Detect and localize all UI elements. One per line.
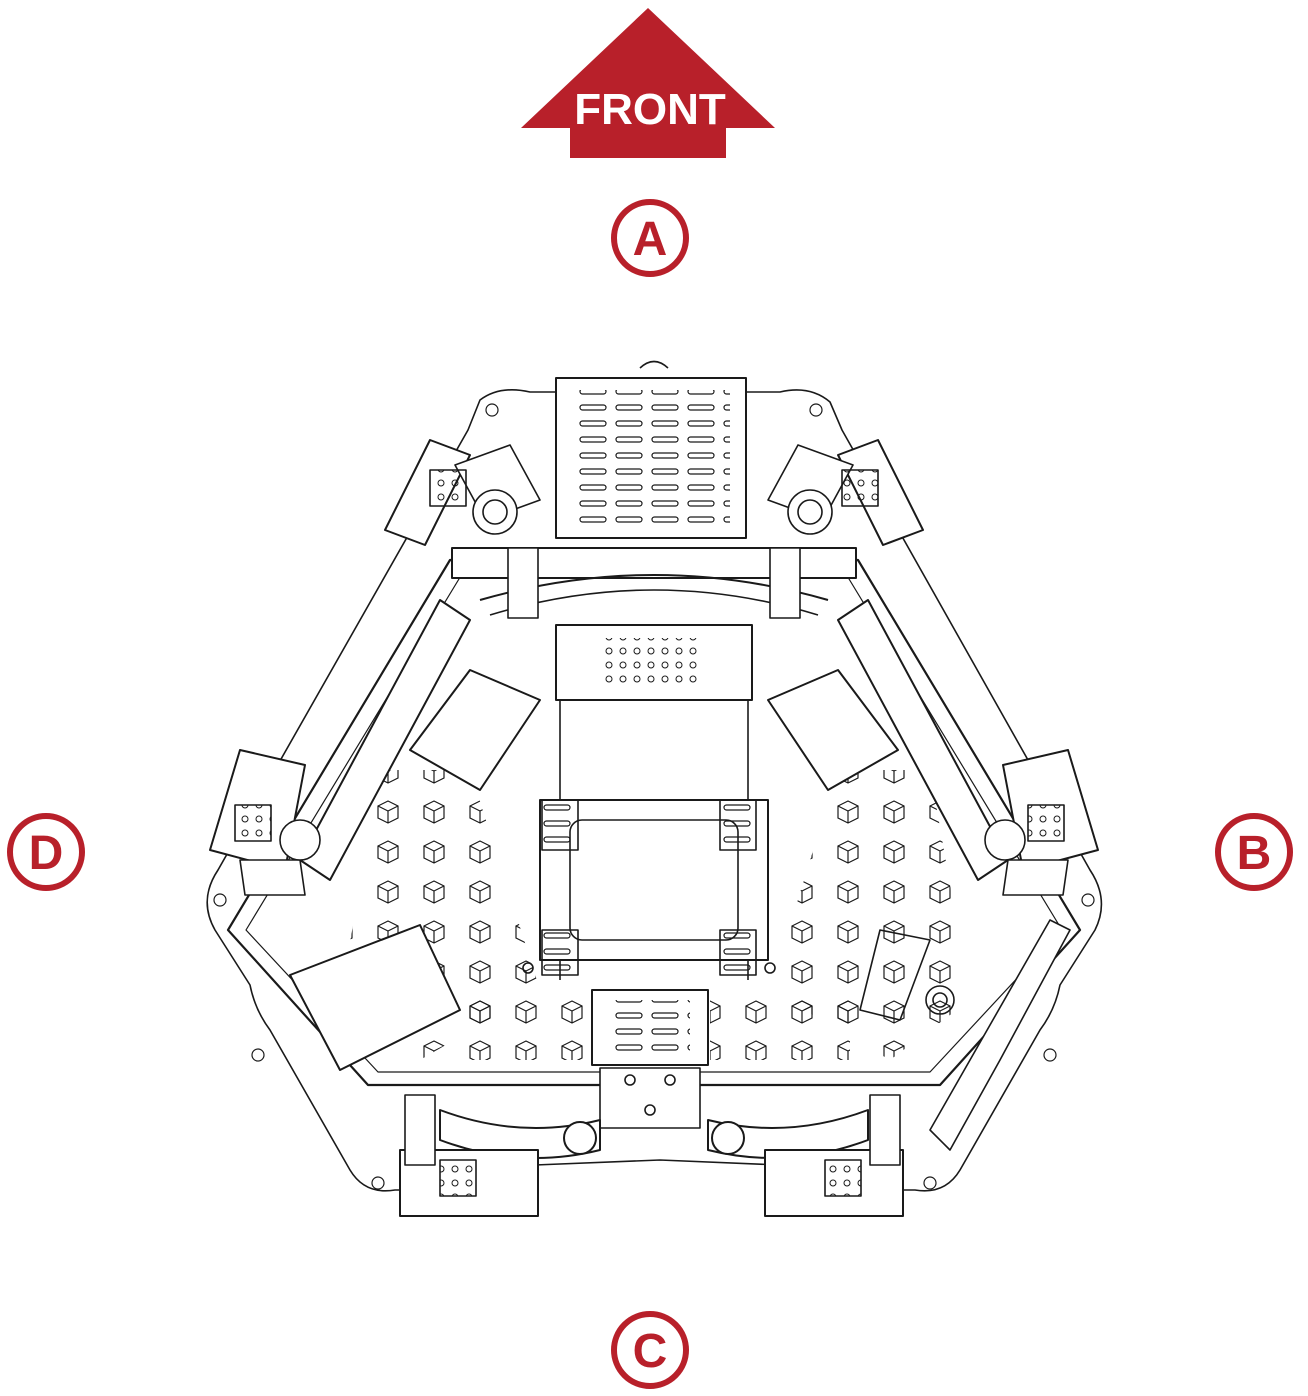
- marker-b: B: [1215, 813, 1293, 891]
- diagonal-rails: [299, 599, 1009, 881]
- actuator-d: [209, 749, 321, 896]
- marker-c: C: [611, 1311, 689, 1389]
- front-arrow: FRONT: [521, 8, 775, 158]
- seat-pan: [555, 360, 747, 539]
- side-plate-left: [289, 924, 461, 1071]
- perforation-bottom-right: [710, 990, 850, 1060]
- actuator-a-left: [384, 439, 541, 546]
- perforation-bottom-left: [460, 990, 600, 1060]
- perforation-right: [770, 770, 970, 1060]
- actuator-b: [984, 749, 1099, 896]
- front-label: FRONT: [574, 85, 726, 134]
- marker-c-label: C: [633, 1325, 668, 1378]
- marker-b-label: B: [1237, 827, 1272, 880]
- center-rail: [522, 624, 776, 980]
- arrow-up-icon: [521, 8, 775, 158]
- marker-a-label: A: [633, 213, 668, 266]
- marker-d-label: D: [29, 827, 64, 880]
- actuator-a-right: [767, 439, 924, 546]
- inner-frame: [226, 558, 1082, 1087]
- rear-crosstube: [439, 1109, 869, 1159]
- front-crossbeam: [451, 547, 857, 619]
- marker-d: D: [7, 813, 85, 891]
- marker-a: A: [611, 199, 689, 277]
- platform-drawing: [206, 360, 1103, 1217]
- mounting-holes: [213, 403, 1095, 1190]
- actuator-c-right: [764, 1094, 904, 1217]
- rear-block: [591, 989, 709, 1129]
- actuator-c-left: [399, 1094, 539, 1217]
- side-rail-right: [859, 919, 1071, 1151]
